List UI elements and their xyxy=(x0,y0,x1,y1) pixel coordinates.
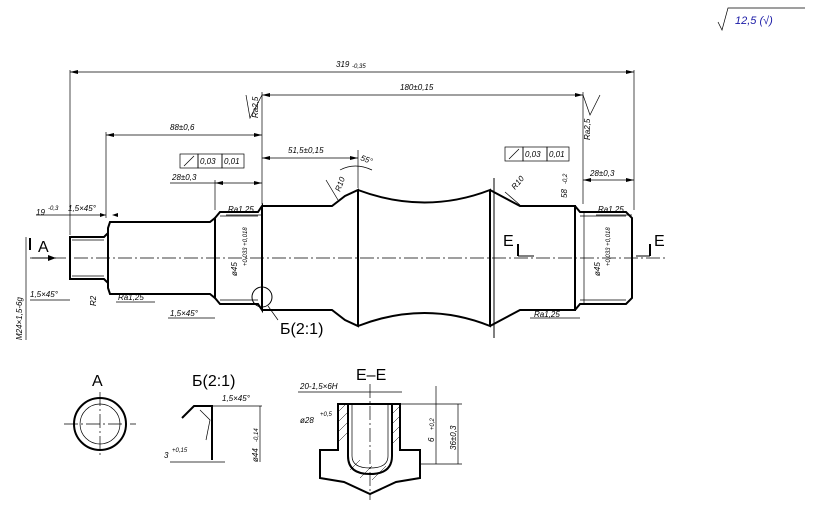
dim-overall-tol: -0,35 xyxy=(352,64,366,70)
detail-b-3: 3 xyxy=(164,451,169,460)
view-a-title: A xyxy=(92,373,103,390)
detail-b-callout: Б(2:1) xyxy=(280,321,323,338)
dim-28-right: 28±0,3 xyxy=(589,169,615,178)
ra125-left-top: Ra1,25 xyxy=(228,205,254,214)
ee-6: 6 xyxy=(427,437,436,442)
dim-51-5: 51,5±0,15 xyxy=(288,146,324,155)
section-e-left-marker: E xyxy=(503,233,514,250)
ra125-right-bot: Ra1,25 xyxy=(534,310,560,319)
section-e-right-marker: E xyxy=(654,233,665,250)
dim-180: 180±0,15 xyxy=(400,83,434,92)
dim-overall-length: 319 xyxy=(336,60,350,69)
section-e-e: E–E 20-1,5×6H ø28 +0,5 36±0,3 6 +0,2 xyxy=(298,367,462,500)
dim-r2: R2 xyxy=(89,295,98,306)
chamfer-mid: 1,5×45° xyxy=(170,309,199,318)
dim-dia-right-tol: +0,033 +0,018 xyxy=(606,227,612,266)
dim-angle-55: 55° xyxy=(359,153,374,166)
dim-dia-left-tol: +0,033 +0,018 xyxy=(243,227,249,266)
shaft-main-view xyxy=(30,178,665,338)
ra-right-flag: Ra2,5 xyxy=(583,118,592,140)
dim-dia-right: ø45 xyxy=(593,262,602,276)
detail-b-3-tol: +0,15 xyxy=(172,448,188,454)
detail-b-d44: ø44 xyxy=(251,448,260,462)
dim-19: 19 xyxy=(36,208,45,217)
ee-depth: 36±0,3 xyxy=(449,425,458,450)
ra125-right-top: Ra1,25 xyxy=(598,205,624,214)
ee-6-tol: +0,2 xyxy=(430,417,436,430)
dim-19-tol: -0,3 xyxy=(48,206,59,212)
view-a: A xyxy=(64,373,136,458)
chamfer-top-left: 1,5×45° xyxy=(68,204,97,213)
dim-88: 88±0,6 xyxy=(170,123,195,132)
runout-right-value-b: 0,01 xyxy=(549,150,565,159)
view-a-marker: A xyxy=(38,239,49,256)
detail-b-chamfer: 1,5×45° xyxy=(222,394,251,403)
dim-r10-right: R10 xyxy=(510,174,527,191)
ee-thread: 20-1,5×6H xyxy=(299,382,338,391)
chamfer-bottom-left: 1,5×45° xyxy=(30,290,59,299)
general-roughness-text: 12,5 (√) xyxy=(735,15,773,27)
dim-58-tol: -0,2 xyxy=(563,173,569,184)
section-title: E–E xyxy=(356,367,386,384)
detail-b-view: Б(2:1) 1,5×45° 3 +0,15 ø44 -0,14 xyxy=(164,373,262,463)
detail-b-title: Б(2:1) xyxy=(192,373,235,390)
runout-left-value-b: 0,01 xyxy=(224,157,240,166)
dim-thread: M24×1,5-6g xyxy=(15,297,24,340)
dim-r10-left: R10 xyxy=(333,175,347,192)
detail-b-d44-tol: -0,14 xyxy=(254,428,260,442)
runout-right-value: 0,03 xyxy=(525,150,541,159)
ee-d28-tol: +0,5 xyxy=(320,412,333,418)
ra125-left-bot: Ra1,25 xyxy=(118,293,144,302)
general-roughness: 12,5 (√) xyxy=(717,7,805,31)
dim-dia-left: ø45 xyxy=(230,262,239,276)
ee-d28: ø28 xyxy=(300,416,314,425)
section-hatching xyxy=(337,403,401,481)
dim-28-left: 28±0,3 xyxy=(171,173,197,182)
ra-left-flag: Ra2,5 xyxy=(251,96,260,118)
dimension-lines: 319 -0,35 180±0,15 Ra2,5 Ra2,5 88±0,6 51… xyxy=(15,60,665,340)
detail-b-marker-circle xyxy=(251,286,273,308)
runout-left-value: 0,03 xyxy=(200,157,216,166)
dim-58: 58 xyxy=(560,189,569,198)
